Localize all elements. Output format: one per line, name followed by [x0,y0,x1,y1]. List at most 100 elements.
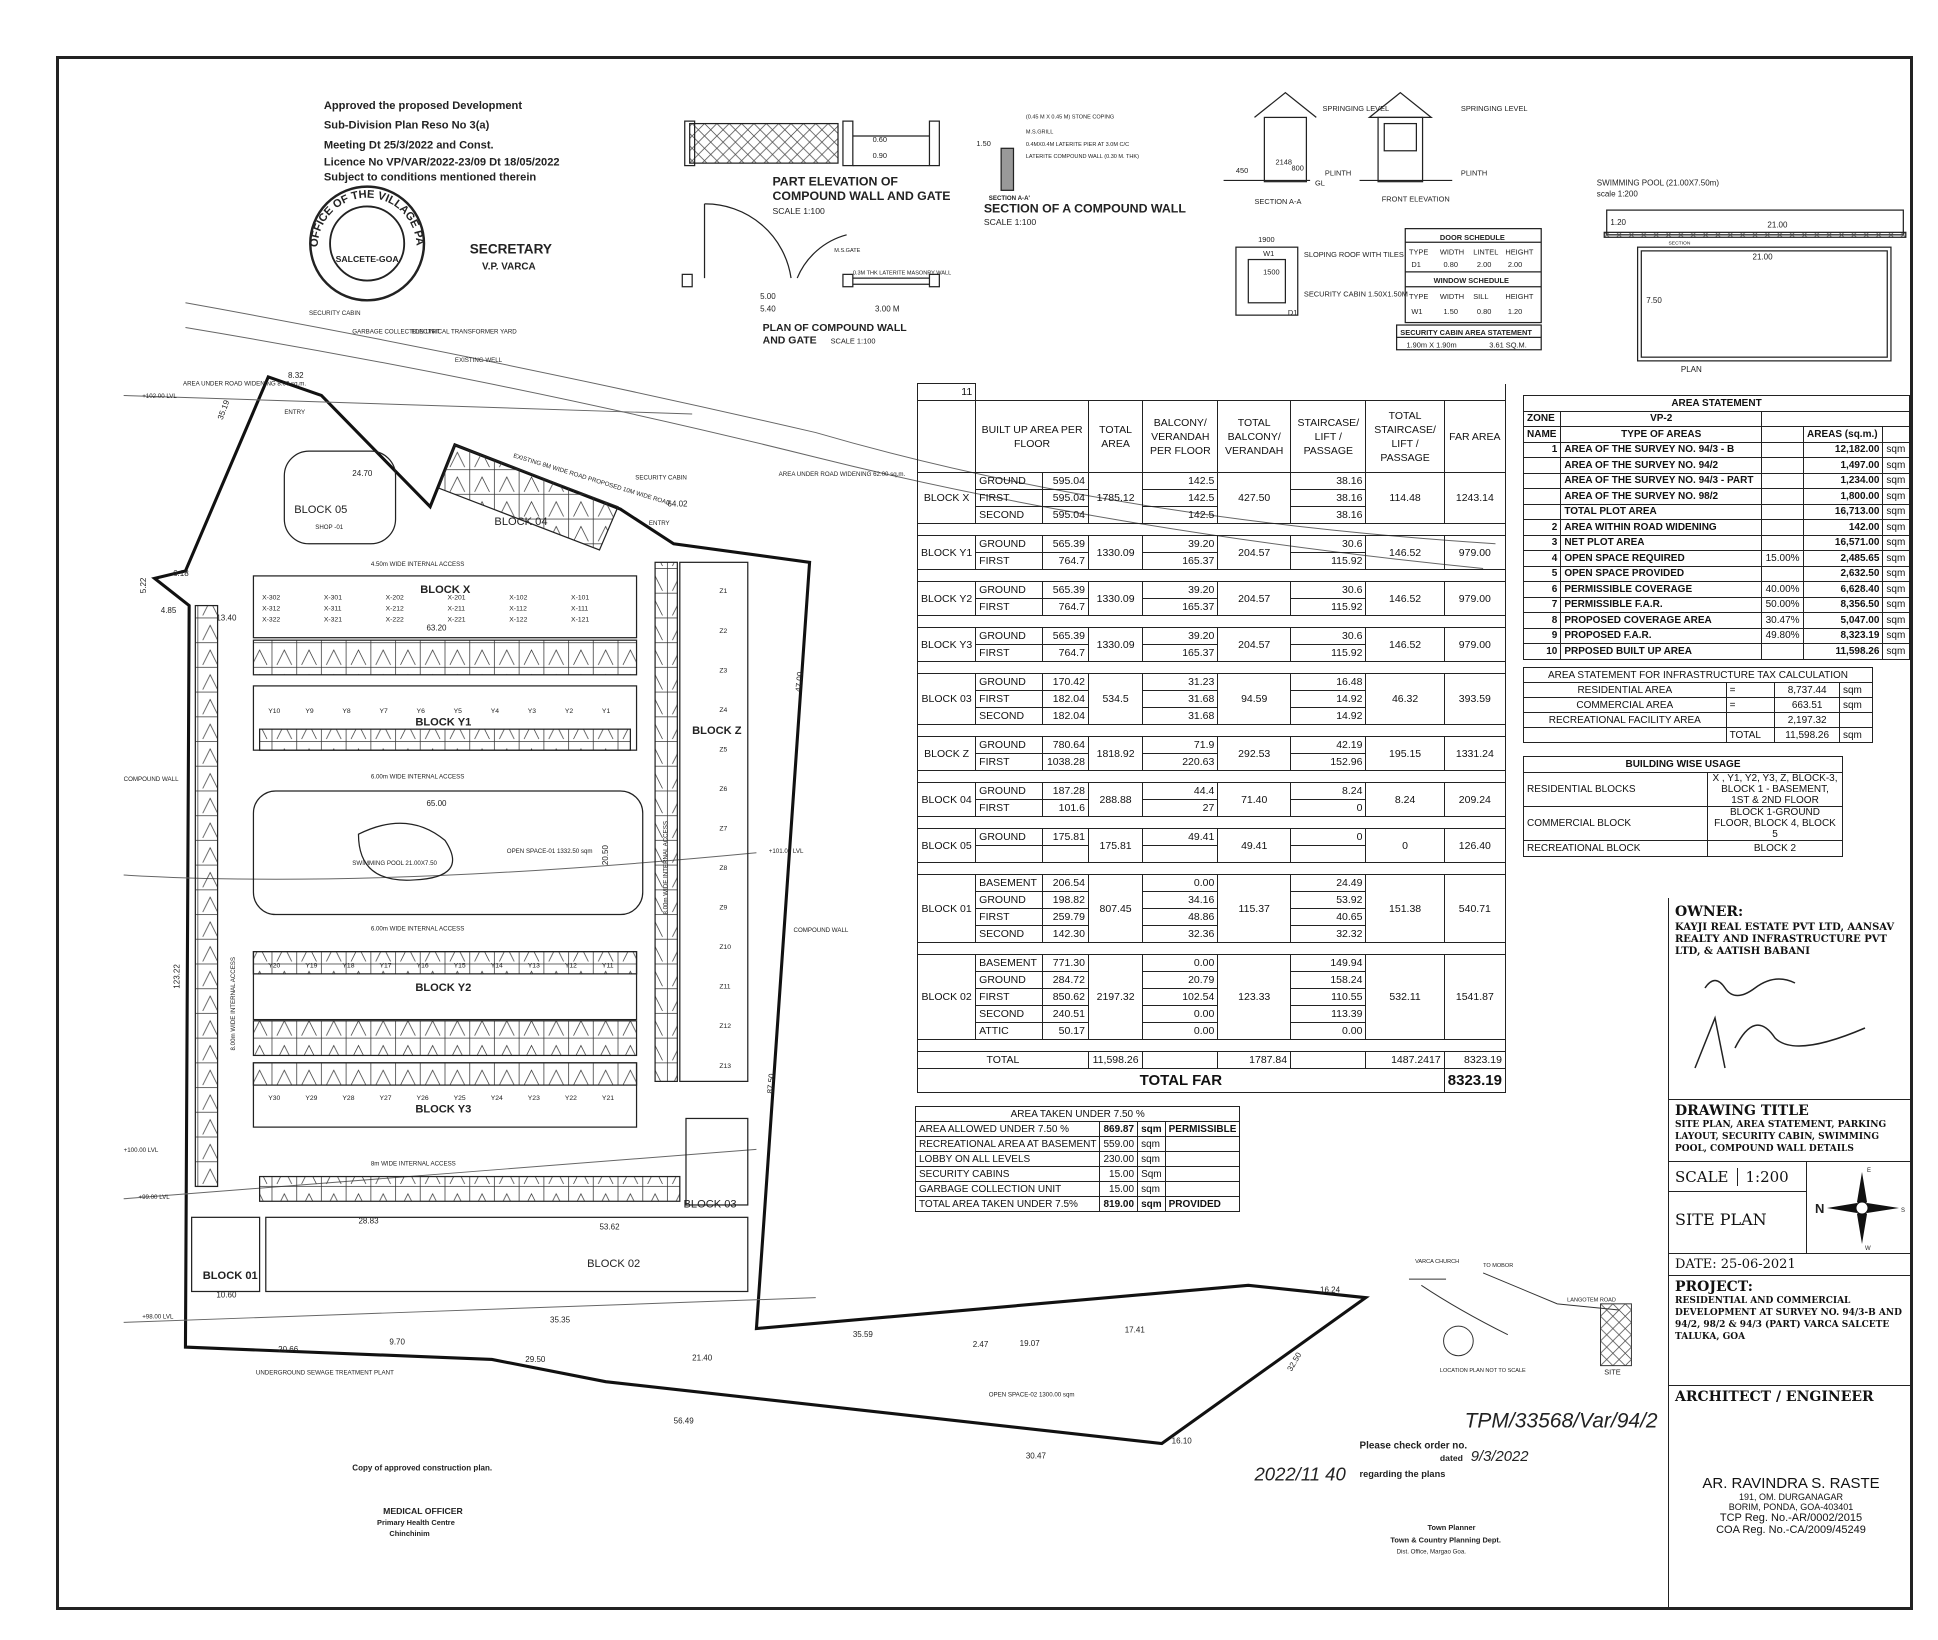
level: +102.00 LVL [142,393,177,400]
areas-label: AREAS (sq.m.) [1803,426,1884,443]
stamp-line: Subject to conditions mentioned therein [324,171,537,183]
plan-label: X-111 [571,606,588,613]
table-cell: 204.57 [1217,535,1292,570]
label: VARCA CHURCH [1415,1259,1459,1265]
table-cell: 11,598.26 [1087,1051,1144,1069]
table-cell: FAR AREA [1443,400,1507,473]
plan-label: X-211 [447,606,465,613]
table-cell: 7 [1522,596,1562,613]
dim: 5.40 [760,304,776,313]
label: FRONT ELEVATION [1382,194,1450,203]
table-cell: 0 [1290,828,1367,846]
level: +100.00 LVL [124,1147,159,1154]
table-cell: 38.16 [1290,506,1367,524]
label: AREA UNDER ROAD WIDENING 8.00 sq.m. [183,381,306,388]
block-label: BLOCK Z [692,725,742,737]
table-cell: 34.16 [1142,891,1219,909]
table-cell [1522,503,1562,520]
table-cell: sqm [1882,565,1910,582]
table-cell: sqm [1882,503,1910,520]
table-cell: SECOND [975,707,1043,725]
table-cell [1290,845,1367,863]
table-cell [1725,712,1776,728]
svg-text:W1: W1 [1411,307,1422,316]
label: TO MOBOR [1483,1263,1513,1269]
table-cell: 2,197.32 [1774,712,1840,728]
table-cell: 0.00 [1142,1005,1219,1023]
plan-label: Z8 [719,865,727,872]
infrastructure-tax-table: AREA STATEMENT FOR INFRASTRUCTURE TAX CA… [1523,667,1874,743]
svg-text:W: W [1865,1246,1871,1252]
table-cell: 152.96 [1290,753,1367,771]
plan-label: 64.02 [667,500,688,509]
plan-label: Y8 [342,708,351,715]
table-cell: 39.20 [1142,627,1219,645]
table-cell: 30.47% [1761,612,1805,629]
table-cell: 187.28 [1041,782,1089,800]
table-cell: BLOCK 01 [916,874,977,943]
plan-label: X-321 [324,617,342,624]
table-cell: 850.62 [1041,988,1089,1006]
svg-text:WINDOW SCHEDULE: WINDOW SCHEDULE [1434,276,1509,285]
label: SECURITY CABIN [309,310,361,317]
table-cell [1761,534,1805,551]
table-cell: BLOCK 03 [916,673,977,725]
table-cell: 123.33 [1217,954,1292,1040]
table-cell: 1038.28 [1041,753,1089,771]
block-label: BLOCK X [420,584,471,596]
table-cell: 427.50 [1217,472,1292,524]
plan-label: Z9 [719,905,727,912]
table-cell: ATTIC [975,1022,1043,1040]
table-cell: RESIDENTIAL BLOCKS [1523,772,1708,807]
stamp-line: Approved the proposed Development [324,100,522,112]
table-cell: BASEMENT [975,954,1043,972]
table-cell: 2,632.50 [1803,565,1884,582]
svg-text:Please check order no.: Please check order no. [1360,1440,1468,1451]
dim: 1.50 [976,139,990,148]
svg-text:TYPE: TYPE [1409,292,1428,301]
drawing-title-label: DRAWING TITLE [1675,1103,1809,1119]
table-cell: RECREATIONAL BLOCK [1523,840,1708,857]
svg-text:S: S [1901,1208,1905,1214]
dim: 21.00 [1753,253,1774,262]
table-cell: 15.00% [1761,550,1805,567]
stamp-line: Meeting Dt 25/3/2022 and Const. [324,139,494,151]
note: 0.4MX0.4M LATERITE PIER AT 3.0M C/C [1026,142,1129,148]
table-cell: AREA OF THE SURVEY NO. 98/2 [1560,488,1763,505]
svg-text:SECURITY CABIN AREA STATEMENT: SECURITY CABIN AREA STATEMENT [1400,328,1532,337]
table-cell: 16.48 [1290,673,1367,691]
block-label: BLOCK 05 [294,504,347,516]
table-cell: 11,598.26 [1803,643,1884,660]
table-cell: BUILT UP AREA PER FLOOR [975,400,1089,473]
table-cell: 31.68 [1142,690,1219,708]
svg-text:N: N [1815,1201,1824,1216]
table-cell: sqm [1838,727,1874,743]
table-cell: BLOCK 04 [916,782,977,817]
table-cell: 595.04 [1041,506,1089,524]
dim: 21.00 [1767,220,1788,229]
project-description: RESIDENTIAL AND COMMERCIAL DEVELOPMENT A… [1675,1296,1902,1342]
table-cell: 16,713.00 [1803,503,1884,520]
north-arrow-icon: N S E W [1815,1168,1905,1252]
table-title: AREA TAKEN UNDER 7.50 % [914,1106,1241,1122]
plan-label: Z1 [719,588,727,595]
table-cell: 565.39 [1041,627,1089,645]
phc-stamp: Copy of approved construction plan. MEDI… [352,1464,492,1539]
level: +99.00 LVL [138,1194,170,1201]
table-title: BUILDING WISE USAGE [1523,756,1843,773]
block-label: BLOCK 02 [587,1258,640,1270]
section-label: SECTION A-A' [989,195,1031,202]
table-cell: 158.24 [1290,971,1367,989]
plan-label: Y1 [602,708,611,715]
table-cell: 146.52 [1365,627,1445,662]
access-label: 6.00m WIDE INTERNAL ACCESS [371,926,465,933]
table-cell: 1330.09 [1087,535,1144,570]
